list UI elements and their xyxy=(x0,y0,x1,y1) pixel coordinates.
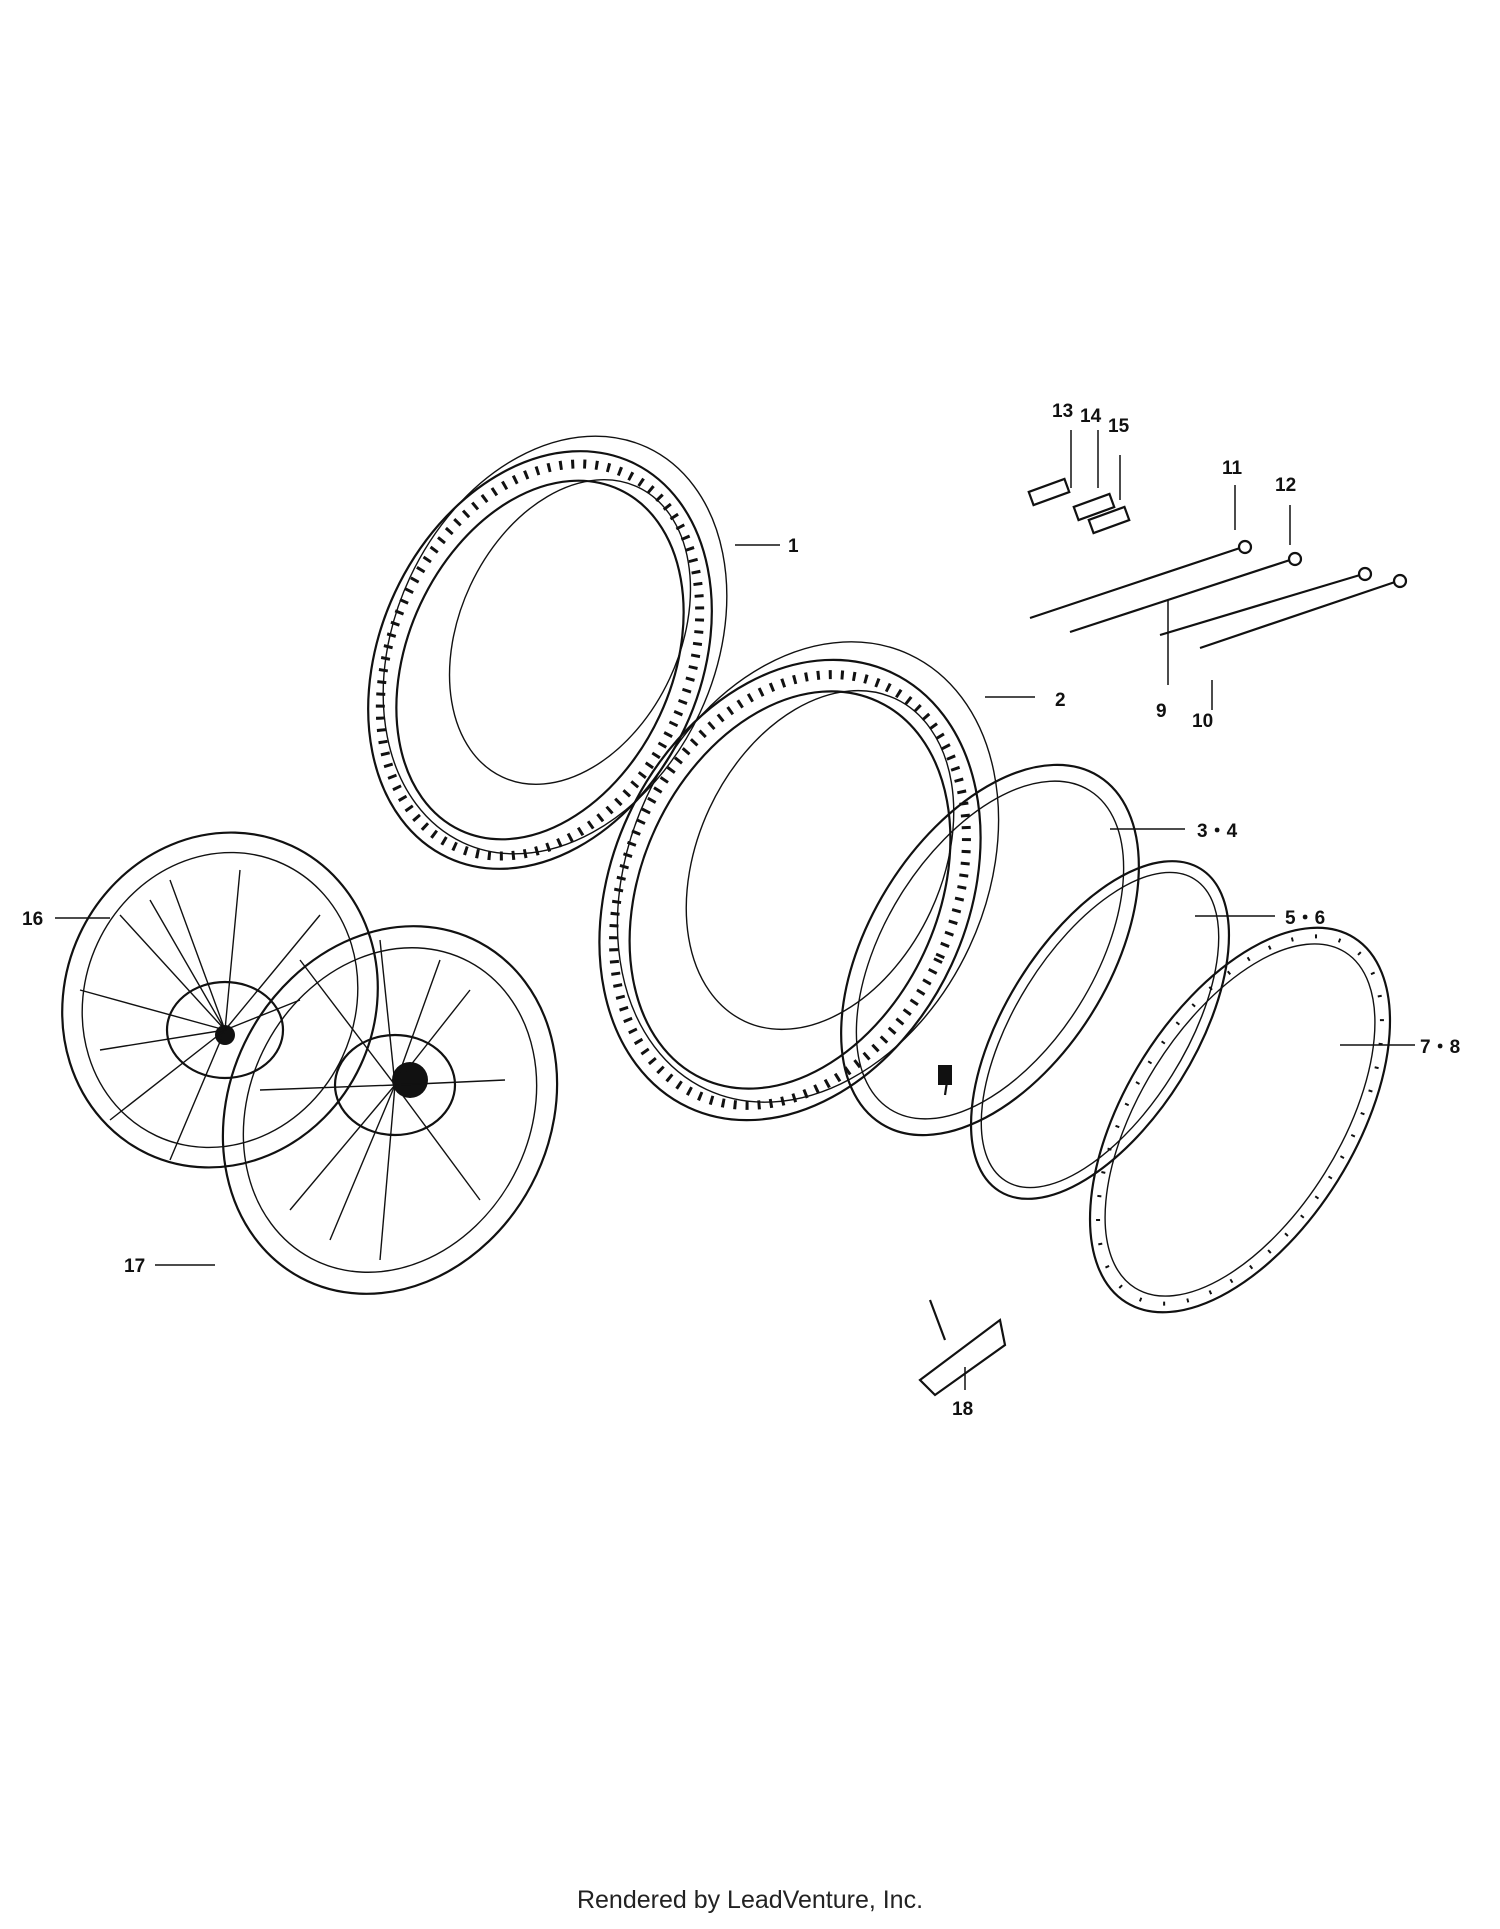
wheel-part-17 xyxy=(221,925,559,1295)
callout-14: 14 xyxy=(1080,406,1102,427)
callout-1: 1 xyxy=(788,536,799,557)
callout-9: 9 xyxy=(1156,701,1167,722)
callout-3-4: 3・4 xyxy=(1197,821,1238,842)
callout-17: 17 xyxy=(124,1256,145,1277)
callout-18: 18 xyxy=(952,1399,973,1420)
rim-part-7-8 xyxy=(1088,926,1392,1314)
callout-10: 10 xyxy=(1192,711,1213,732)
rim-band-part-5-6 xyxy=(969,860,1231,1200)
spoke-nipples-parts-13-15 xyxy=(1027,477,1131,535)
callout-2: 2 xyxy=(1055,690,1066,711)
callout-16: 16 xyxy=(22,909,43,930)
tube-part-3-4 xyxy=(840,763,1140,1137)
callout-5-6: 5・6 xyxy=(1285,908,1325,929)
tire-part-2 xyxy=(598,641,1000,1122)
callout-12: 12 xyxy=(1275,475,1296,496)
valve-part-18 xyxy=(918,1299,1007,1397)
leader-lines xyxy=(55,430,1415,1390)
callout-labels: 1 2 3・4 5・6 7・8 9 10 11 12 13 14 15 16 1… xyxy=(22,401,1460,1420)
callout-13: 13 xyxy=(1052,401,1073,422)
callout-7-8: 7・8 xyxy=(1420,1037,1460,1058)
spokes-parts-9-12 xyxy=(1029,539,1408,650)
callout-15: 15 xyxy=(1108,416,1130,437)
callout-11: 11 xyxy=(1222,458,1243,479)
footer-credit: Rendered by LeadVenture, Inc. xyxy=(576,1886,924,1914)
wheel-part-16 xyxy=(61,831,379,1169)
tire-part-1 xyxy=(367,435,728,870)
